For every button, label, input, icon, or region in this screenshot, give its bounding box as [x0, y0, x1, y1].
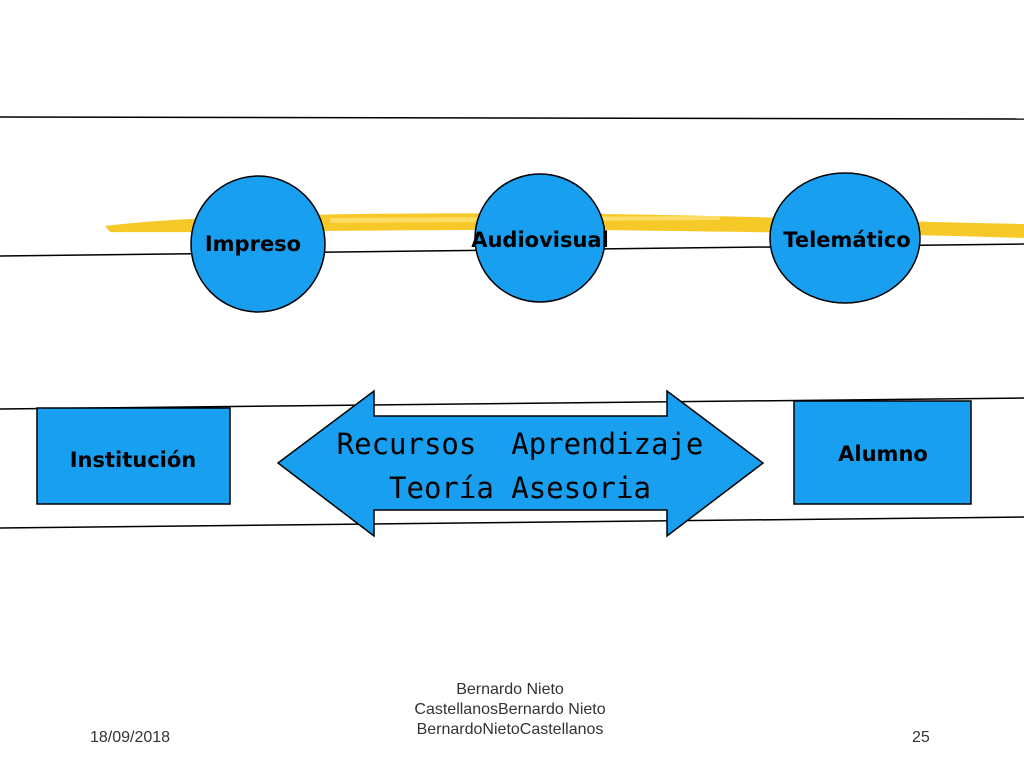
telematico-circle	[769, 172, 921, 304]
impreso-circle	[190, 175, 326, 313]
institucion-label: Institución	[70, 448, 197, 472]
footer-author: Bernardo Nieto CastellanosBernardo Nieto…	[380, 680, 640, 740]
footer-page-number: 25	[912, 729, 930, 746]
telematico-label: Telemático	[783, 228, 910, 252]
impreso-label: Impreso	[205, 232, 301, 256]
arrow-line-2: Teoría Asesoria	[389, 471, 651, 505]
alumno-box	[793, 400, 972, 505]
institucion-box	[36, 407, 231, 505]
alumno-label: Alumno	[838, 442, 928, 466]
audiovisual-circle	[474, 173, 606, 303]
top-rule-line	[0, 116, 1024, 120]
actors-top-rule-line	[0, 397, 1024, 410]
actors-bottom-rule-line	[0, 516, 1024, 529]
arrow-line-1: Recursos Aprendizaje	[337, 427, 704, 461]
footer-date: 18/09/2018	[90, 729, 171, 746]
footer-author-line: CastellanosBernardo Nieto	[414, 701, 606, 718]
footer-author-line: Bernardo Nieto	[456, 681, 564, 698]
double-arrow	[276, 389, 765, 538]
footer-author-line: BernardoNietoCastellanos	[416, 721, 604, 738]
audiovisual-label: Audiovisual	[471, 228, 609, 252]
